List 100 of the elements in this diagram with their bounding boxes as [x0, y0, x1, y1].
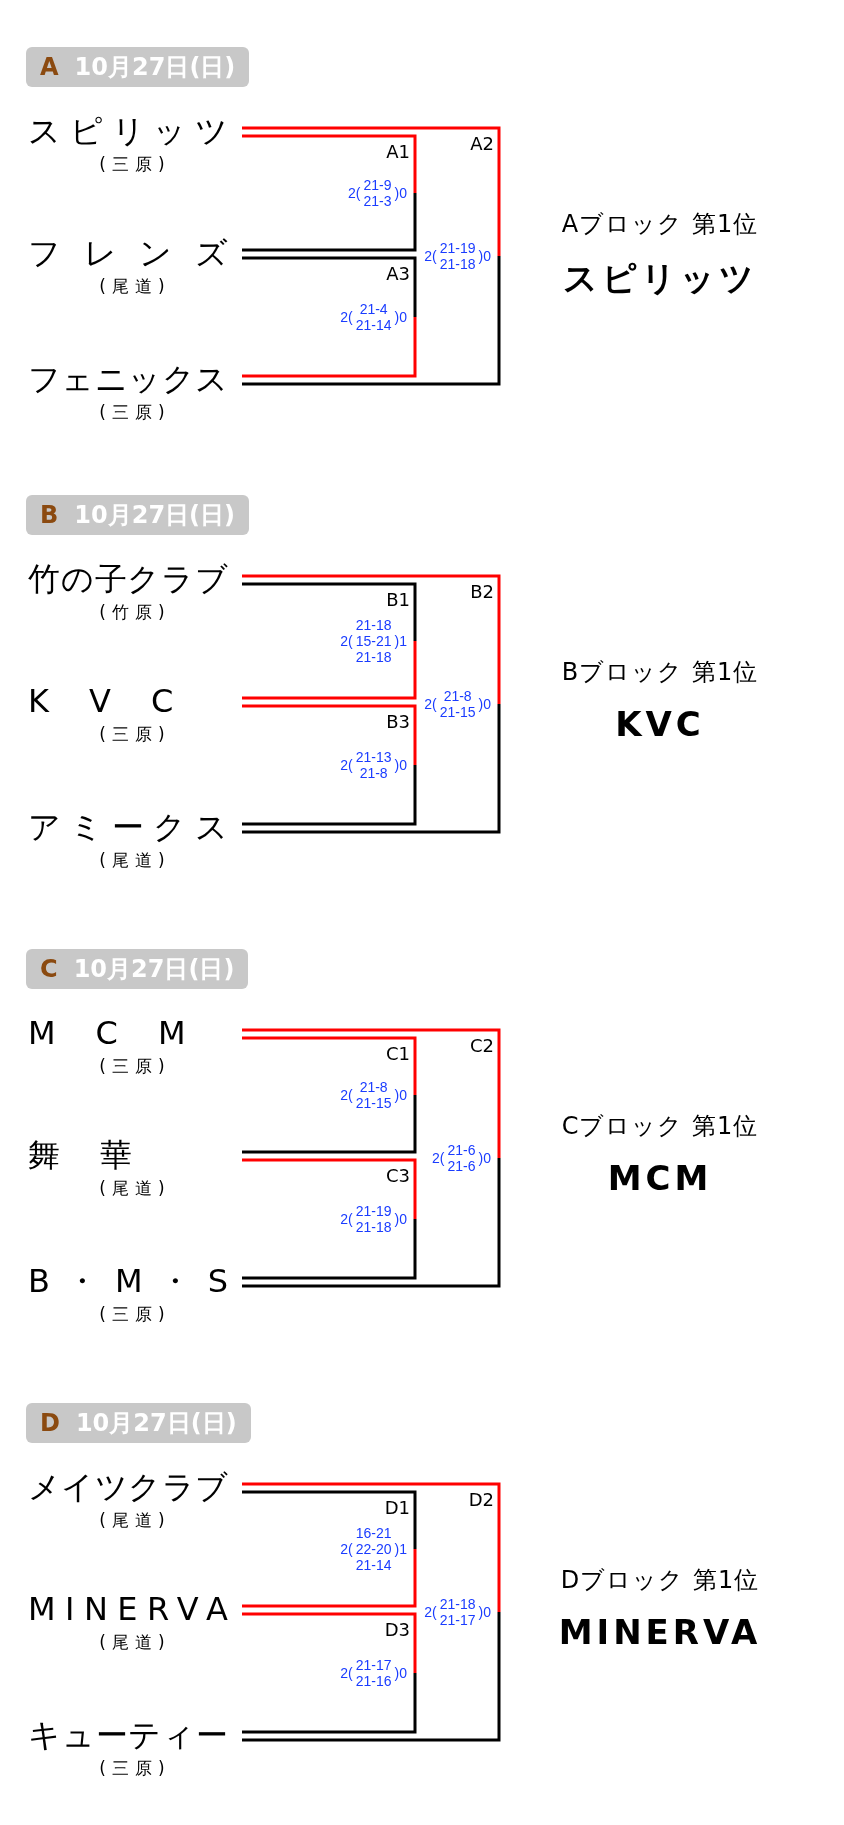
- games-won: )0: [478, 248, 491, 264]
- match-code: A3: [386, 264, 410, 284]
- region-label: (尾道): [98, 1631, 172, 1654]
- team-name: メイツクラブ: [28, 1469, 229, 1505]
- team-name: MINERVA: [28, 1591, 238, 1627]
- games-won: )1: [394, 633, 407, 649]
- team-name: 竹の子クラブ: [28, 561, 229, 597]
- bracket-line: [242, 317, 417, 378]
- region-label: (三原): [98, 1303, 172, 1326]
- set-score: 22-20: [355, 1541, 392, 1557]
- region-label: (竹原): [98, 601, 172, 624]
- set-score: 16-21: [355, 1525, 392, 1541]
- bracket-line: [242, 256, 417, 317]
- bracket-line: [242, 126, 501, 256]
- set-score: 21-19: [355, 1203, 392, 1219]
- games-won: )0: [394, 1087, 407, 1103]
- team-name: アミークス: [28, 809, 237, 845]
- games-won: )0: [394, 309, 407, 325]
- match-code: B3: [386, 712, 410, 732]
- set-score: 21-14: [355, 317, 392, 333]
- bracket-line: [242, 704, 501, 834]
- bracket-line: [242, 1482, 501, 1612]
- set-score: 21-14: [355, 1557, 392, 1573]
- games-won: )0: [478, 1150, 491, 1166]
- rank-label: Dブロック 第1位: [559, 1565, 761, 1596]
- match-code: A2: [470, 134, 494, 154]
- match-code: C2: [469, 1036, 494, 1056]
- games-won: 2(: [340, 633, 353, 649]
- date-badge: [26, 47, 250, 87]
- winner-name: MCM: [606, 1158, 714, 1198]
- bracket-line: [242, 1612, 417, 1673]
- team-name: KVC: [28, 683, 214, 719]
- set-score: 21-3: [363, 193, 392, 209]
- team-name: B・M・S: [28, 1263, 245, 1299]
- region-label: (尾道): [98, 1177, 172, 1200]
- games-won: )0: [394, 185, 407, 201]
- region-label: (三原): [98, 401, 172, 424]
- set-score: 21-18: [439, 256, 476, 272]
- games-won: )0: [394, 1665, 407, 1681]
- bracket-line: [242, 256, 501, 386]
- games-won: )1: [394, 1541, 407, 1557]
- set-score: 21-9: [363, 177, 392, 193]
- team-name: キューティー: [28, 1717, 229, 1753]
- set-score: 21-18: [355, 649, 392, 665]
- match-code: D2: [468, 1490, 494, 1510]
- games-won: )0: [478, 696, 491, 712]
- winner-name: スピリッツ: [561, 257, 759, 300]
- team-name: 舞華: [28, 1137, 172, 1173]
- bracket-line: [242, 641, 417, 700]
- games-won: 2(: [340, 1541, 353, 1557]
- region-label: (三原): [98, 153, 172, 176]
- winner-name: MINERVA: [557, 1612, 763, 1652]
- bracket-line: [242, 1490, 417, 1549]
- bracket-line: [242, 1158, 417, 1219]
- set-score: 21-6: [447, 1158, 476, 1174]
- games-won: 2(: [348, 185, 361, 201]
- set-score: 21-13: [355, 749, 392, 765]
- set-score: 21-17: [355, 1657, 392, 1673]
- set-score: 21-8: [443, 688, 472, 704]
- block-letter: A: [40, 53, 59, 81]
- region-label: (三原): [98, 1757, 172, 1780]
- bracket-line: [242, 193, 417, 252]
- bracket-line: [242, 134, 417, 193]
- match-code: D1: [384, 1498, 410, 1518]
- bracket-line: [242, 1028, 501, 1158]
- region-label: (三原): [98, 1055, 172, 1078]
- games-won: 2(: [424, 696, 437, 712]
- region-label: (三原): [98, 723, 172, 746]
- bracket-line: [242, 1219, 417, 1280]
- set-score: 21-15: [355, 1095, 392, 1111]
- match-code: C3: [385, 1166, 410, 1186]
- set-score: 21-8: [359, 765, 388, 781]
- match-code: D3: [384, 1620, 410, 1640]
- set-score: 21-15: [439, 704, 476, 720]
- block-letter: C: [40, 955, 58, 983]
- set-score: 21-4: [359, 301, 388, 317]
- bracket-line: [242, 582, 417, 641]
- set-score: 21-16: [355, 1673, 392, 1689]
- set-score: 21-18: [355, 617, 392, 633]
- games-won: )0: [394, 757, 407, 773]
- region-label: (尾道): [98, 275, 172, 298]
- set-score: 21-6: [447, 1142, 476, 1158]
- team-name: フレンズ: [28, 235, 251, 271]
- winner-name: KVC: [614, 704, 706, 744]
- bracket-line: [242, 1612, 501, 1742]
- set-score: 21-8: [359, 1079, 388, 1095]
- games-won: 2(: [340, 1211, 353, 1227]
- bracket-line: [242, 704, 417, 765]
- team-name: フェニックス: [28, 361, 229, 397]
- match-code: A1: [386, 142, 410, 162]
- team-name: MCM: [28, 1015, 226, 1051]
- region-label: (尾道): [98, 849, 172, 872]
- bracket-line: [242, 1673, 417, 1734]
- block-letter: B: [40, 501, 59, 529]
- date-badge: [26, 949, 249, 989]
- rank-label: Aブロック 第1位: [560, 209, 760, 240]
- games-won: )0: [394, 1211, 407, 1227]
- games-won: )0: [478, 1604, 491, 1620]
- set-score: 21-17: [439, 1612, 476, 1628]
- bracket-line: [242, 1095, 417, 1154]
